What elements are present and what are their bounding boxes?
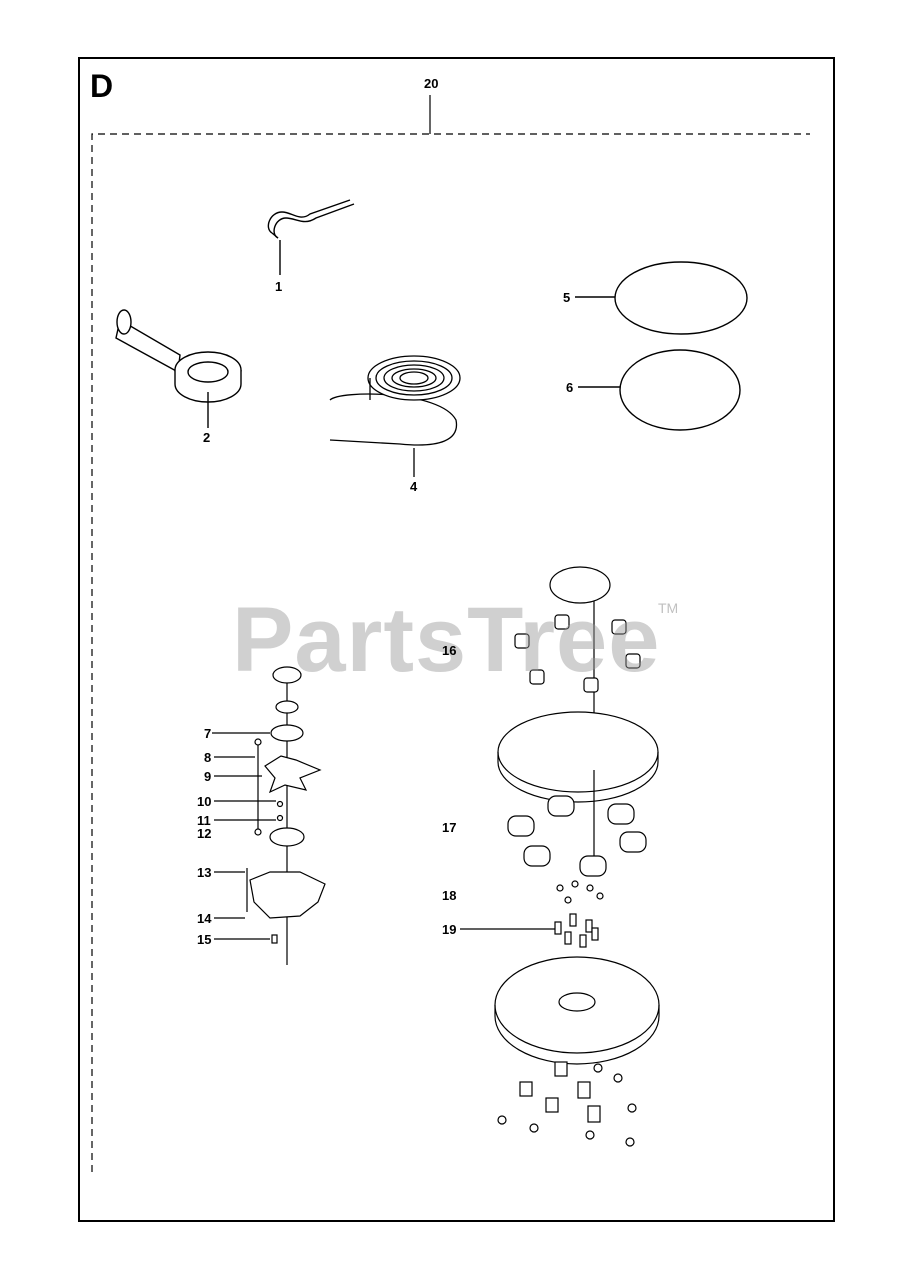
callout-16: 16 (442, 643, 457, 658)
callout-6: 6 (566, 380, 574, 395)
callout-17: 17 (442, 820, 457, 835)
callout-10: 10 (197, 794, 212, 809)
disc-parts (575, 261, 748, 431)
left-assembly (212, 666, 326, 965)
callout-18: 18 (442, 888, 457, 903)
callout-13: 13 (197, 865, 212, 880)
callout-12: 12 (197, 826, 212, 841)
diagram-frame (78, 57, 835, 1222)
callout-8: 8 (204, 750, 212, 765)
kit-bracket (91, 95, 810, 1172)
callout-11: 11 (197, 813, 211, 828)
callout-14: 14 (197, 911, 212, 926)
callout-4: 4 (410, 479, 418, 494)
callout-1: 1 (275, 279, 283, 294)
ring-tool-part (115, 309, 242, 428)
callout-7: 7 (204, 726, 212, 741)
callout-20: 20 (424, 76, 439, 91)
callout-15: 15 (197, 932, 212, 947)
callout-2: 2 (203, 430, 211, 445)
watermark-text: PartsTree (232, 589, 661, 691)
watermark-tm: TM (658, 600, 679, 616)
tape-roll-part (329, 355, 461, 477)
callout-9: 9 (204, 769, 212, 784)
callout-19: 19 (442, 922, 457, 937)
section-letter: D (90, 68, 114, 104)
right-assembly (460, 566, 660, 1147)
hairpin-clip-part (267, 199, 355, 275)
callout-5: 5 (563, 290, 571, 305)
